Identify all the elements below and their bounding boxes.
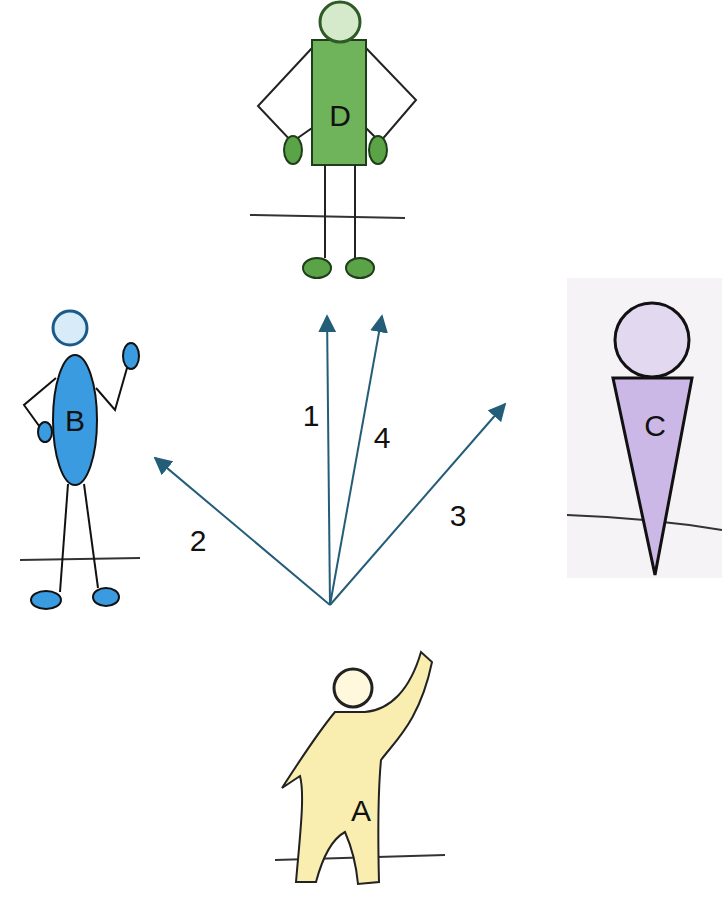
cone-figure [567,278,722,578]
arrow-number: 1 [303,399,320,432]
figure-node: B [10,310,155,620]
pointing-arrow [155,458,330,605]
pointing-arrow [327,316,330,605]
figure-node: A [270,605,450,895]
figure-node: D [240,0,410,316]
figure-letter: C [644,409,666,442]
figure-letter: D [329,99,351,132]
arrow-label-holder: 3 [450,499,467,532]
pointing-arrow [330,316,382,605]
arrow-number: 3 [450,499,467,532]
pointing-figure [275,652,445,884]
figure-node: C [505,278,722,578]
standing-figure [250,2,416,278]
arrow-label-holder: 4 [374,421,391,454]
waving-figure [20,311,140,609]
arrow-label-holder: 2 [190,524,207,557]
arrow-number: 2 [190,524,207,557]
figure-letter: B [65,404,85,437]
figure-letter: A [351,794,371,827]
pointing-arrow [330,404,505,605]
arrow-number: 4 [374,421,391,454]
arrow-label-holder: 1 [303,399,320,432]
